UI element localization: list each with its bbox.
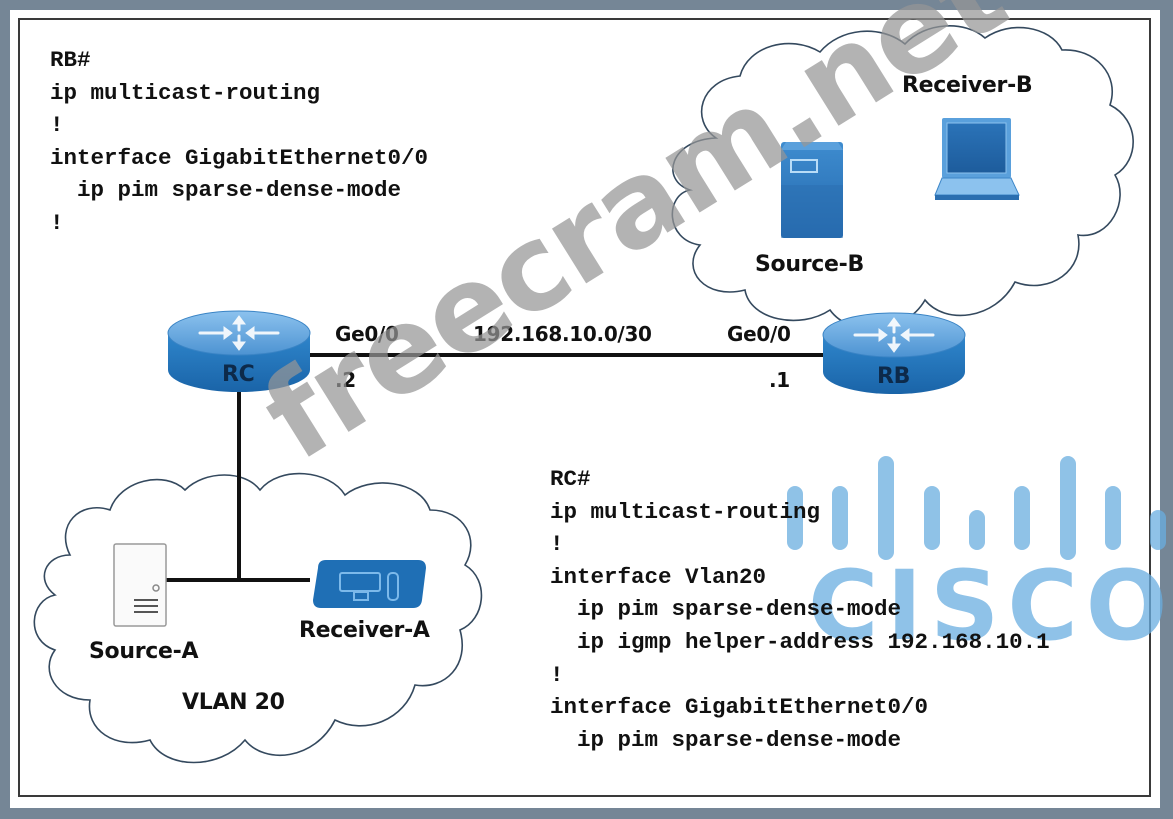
rb-interface-label: Ge0/0	[727, 322, 791, 346]
cloud-top-right	[671, 25, 1134, 330]
rb-config-line: ip pim sparse-dense-mode	[50, 177, 402, 204]
rc-address-label: .2	[335, 368, 356, 392]
rc-config-line: !	[550, 661, 564, 688]
source-b-label: Source-B	[755, 252, 864, 277]
router-rb-label: RB	[877, 364, 911, 389]
rc-config-line: ip igmp helper-address 192.168.10.1	[550, 628, 1050, 655]
rc-interface-label: Ge0/0	[335, 322, 399, 346]
server-icon-source-b[interactable]	[781, 142, 843, 238]
rb-config-block: RB# ip multicast-routing! interface Gigabi…	[50, 44, 428, 240]
rc-config-line: ip pim sparse-dense-mode	[550, 726, 902, 753]
rb-config-line: interface GigabitEthernet0/0	[50, 144, 429, 171]
cisco-logo-icon	[787, 456, 1166, 560]
receiver-a-label: Receiver-A	[299, 618, 430, 643]
rb-config-line: !	[50, 112, 64, 139]
laptop-icon-receiver-b[interactable]	[934, 118, 1020, 200]
cisco-logo-text: CISCO	[808, 550, 1173, 662]
rc-config-line: interface GigabitEthernet0/0	[550, 694, 929, 721]
subnet-label: 192.168.10.0/30	[473, 322, 652, 346]
rc-config-line: ip pim sparse-dense-mode	[550, 596, 902, 623]
router-rc-icon[interactable]	[167, 310, 311, 392]
rc-config-line: interface Vlan20	[550, 563, 767, 590]
rb-config-line: RB#	[50, 47, 91, 73]
rc-config-line: ip multicast-routing	[550, 498, 821, 525]
server-icon-source-a[interactable]	[113, 543, 167, 627]
rc-config-line: !	[550, 531, 564, 558]
vlan20-label: VLAN 20	[182, 690, 285, 715]
receiver-b-label: Receiver-B	[902, 73, 1033, 98]
router-rb-icon[interactable]	[822, 312, 966, 394]
rc-config-block: RC# ip multicast-routing! interface Vlan20…	[550, 463, 1050, 756]
source-a-label: Source-A	[89, 639, 199, 664]
rc-config-line: RC#	[550, 466, 591, 492]
router-rc-label: RC	[222, 362, 255, 387]
workstation-icon-receiver-a[interactable]	[313, 560, 426, 608]
rb-config-line: !	[50, 209, 64, 236]
rb-address-label: .1	[769, 368, 790, 392]
rb-config-line: ip multicast-routing	[50, 79, 321, 106]
